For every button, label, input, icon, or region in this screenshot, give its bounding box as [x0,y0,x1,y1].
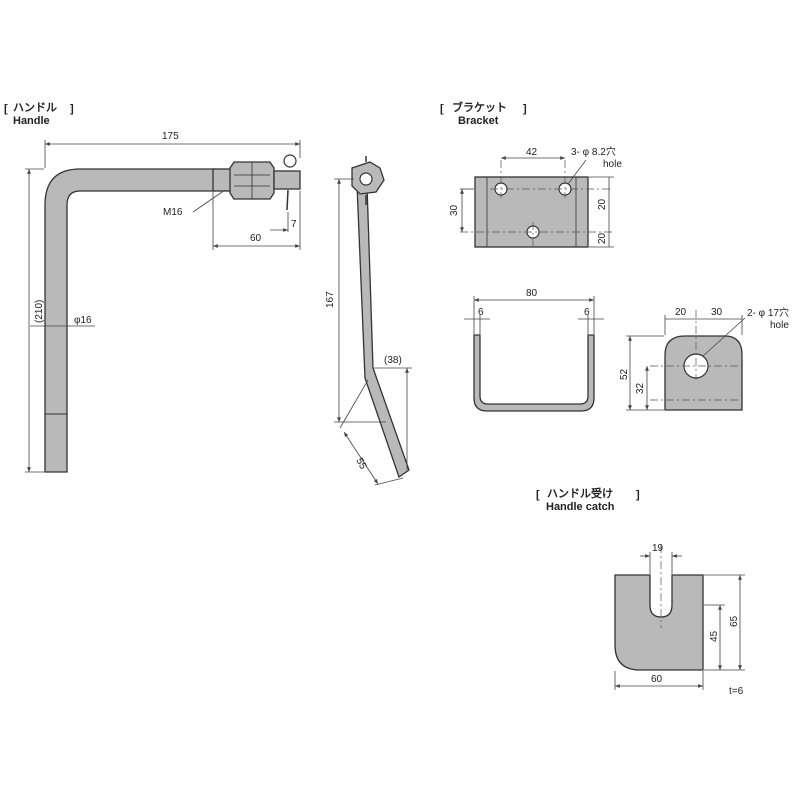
bracket-title-en: Bracket [458,115,499,127]
dim-20-top: 20 [597,198,608,210]
bracket-mark-left: [ [4,103,8,115]
dim-80: 80 [526,288,538,299]
dim-7: 7 [291,219,297,230]
hole-a-label: 3- φ 8.2穴 [571,145,616,158]
handle-catch-view: [ ] ハンドル受け Handle catch 19 65 45 60 t=6 [536,486,745,697]
bracket-title-jp: ブラケット [452,100,507,114]
dim-45: 45 [709,630,720,642]
dim-175: 175 [162,131,179,142]
bracket-mark-right: ] [70,103,74,115]
handle-side-rod [356,184,410,479]
handle-rod [44,168,216,473]
hole-a-label-en: hole [603,159,622,170]
spring-pin [283,154,297,168]
dim-6-left: 6 [478,307,484,318]
dim-210: (210) [34,300,45,323]
catch-title-en: Handle catch [546,501,615,513]
dim-60-catch: 60 [651,674,663,685]
dim-55: 55 [353,456,368,471]
handle-front-view: [ ] ハンドル Handle 175 M16 7 60 [4,101,301,473]
handle-title-jp: ハンドル [13,101,57,114]
bracket-views: [ ] ブラケット Bracket 42 3- φ 8.2穴 hole 30 2… [440,100,789,412]
handle-title-en: Handle [13,115,50,127]
dim-20-bottom: 20 [597,232,608,244]
hole-b-label: 2- φ 17穴 [747,306,789,319]
dim-30-lug: 30 [711,307,723,318]
dim-30: 30 [449,204,460,216]
dim-phi16: φ16 [74,315,92,326]
dim-65: 65 [729,615,740,627]
svg-text:]: ] [523,103,527,115]
dim-167: 167 [325,291,336,308]
dim-m16: M16 [163,207,183,218]
dim-20-lug: 20 [675,307,687,318]
hole-b-label-en: hole [770,320,789,331]
end-rod [273,170,301,190]
dim-42: 42 [526,147,538,158]
dim-52: 52 [619,368,630,380]
handle-side-view: 167 (38) 55 [325,156,412,486]
svg-text:]: ] [636,489,640,501]
dim-60: 60 [250,233,262,244]
catch-title-jp: ハンドル受け [547,486,613,500]
dim-38: (38) [384,355,402,366]
bracket-u-channel [473,334,595,412]
dim-32: 32 [635,382,646,394]
svg-text:[: [ [536,489,540,501]
dim-19: 19 [652,543,664,554]
dim-6-right: 6 [584,307,590,318]
svg-text:[: [ [440,103,444,115]
thickness-label: t=6 [729,686,744,697]
handle-catch-plate [614,574,704,671]
